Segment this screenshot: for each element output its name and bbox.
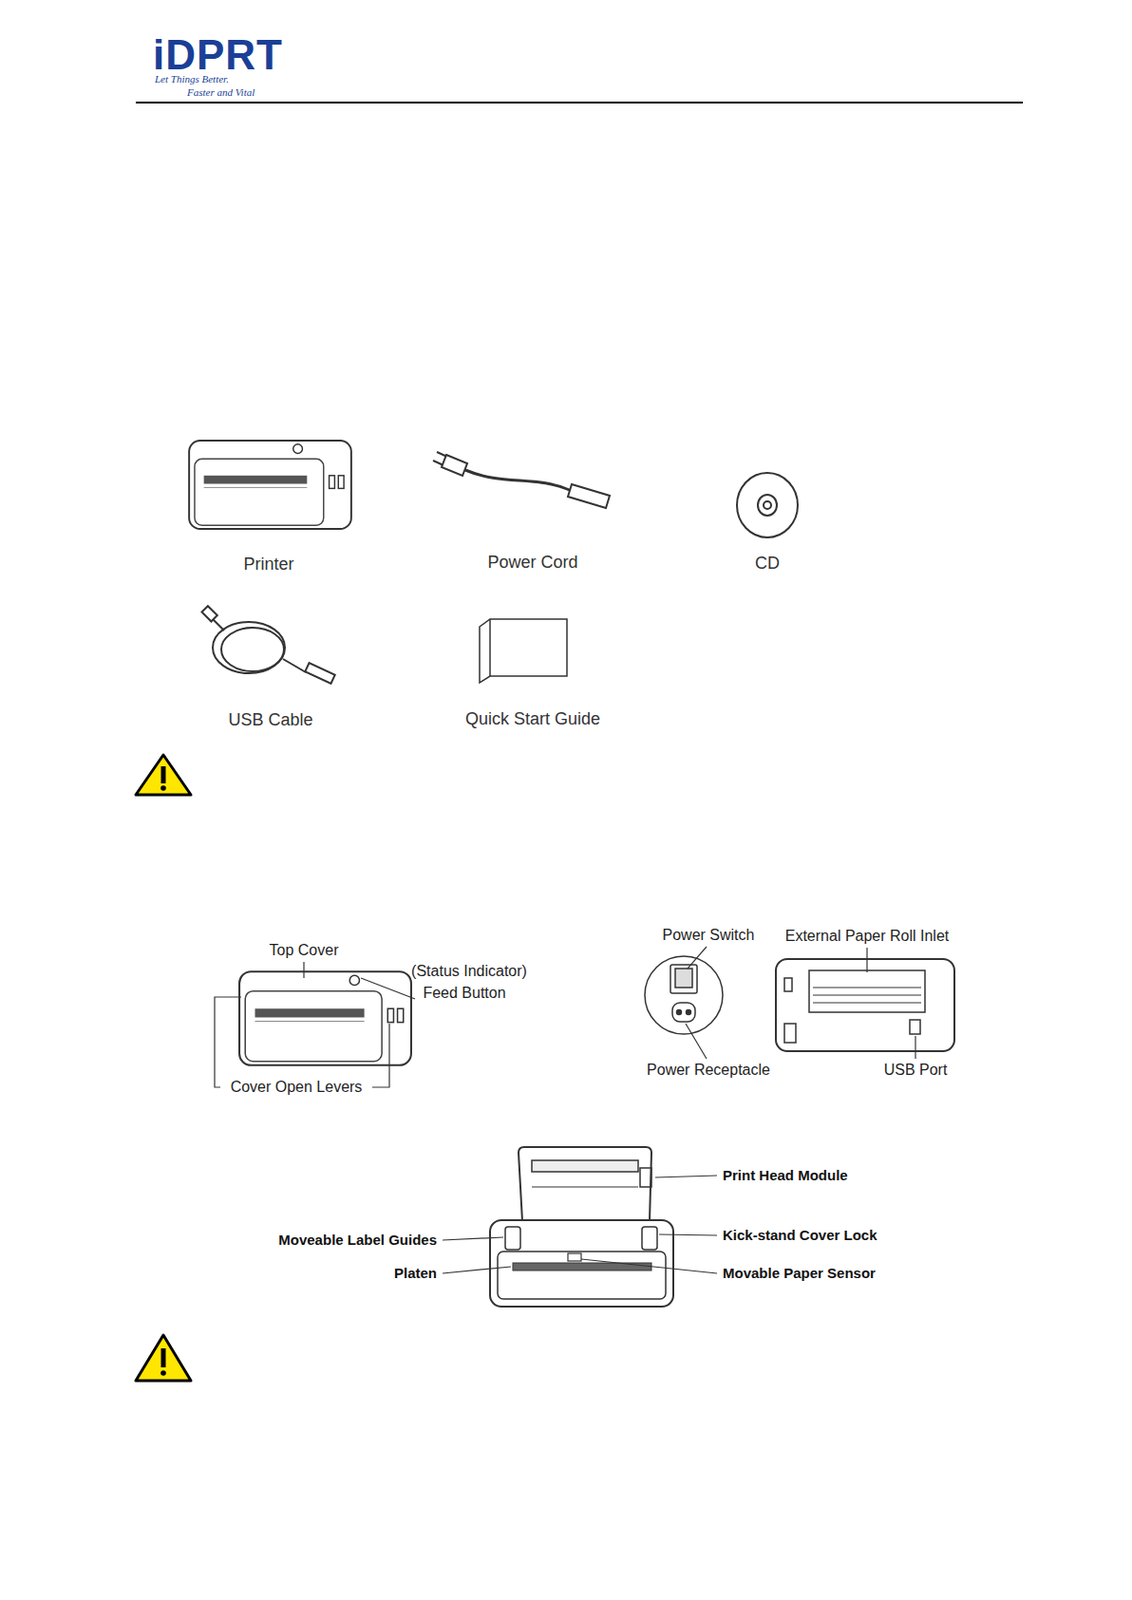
item-label: CD bbox=[754, 553, 780, 573]
leader-line bbox=[372, 1023, 390, 1088]
warning-icon bbox=[135, 1335, 191, 1381]
power-switch-detail bbox=[672, 1002, 696, 1022]
leader-line bbox=[914, 1036, 916, 1059]
quick-start-guide-illustration bbox=[479, 619, 567, 683]
power-switch-detail bbox=[644, 956, 723, 1035]
warning-icon bbox=[135, 754, 191, 795]
cd-illustration bbox=[736, 472, 798, 538]
usb-cable-illustration bbox=[304, 662, 335, 684]
printer-open-view bbox=[641, 1226, 658, 1250]
quick-start-guide-illustration bbox=[479, 619, 567, 683]
part-label: Cover Open Levers bbox=[230, 1077, 363, 1097]
warning-icon bbox=[161, 766, 167, 784]
power-switch-detail bbox=[675, 968, 693, 988]
printer-illustration bbox=[188, 440, 352, 529]
printer-back-view bbox=[775, 959, 955, 1052]
power-switch-detail bbox=[677, 1010, 682, 1016]
printer-back-view bbox=[775, 959, 955, 1052]
warning-icon bbox=[135, 1335, 191, 1381]
leader-line bbox=[685, 1023, 707, 1059]
part-label: External Paper Roll Inlet bbox=[785, 926, 950, 946]
warning-icon bbox=[160, 1370, 167, 1377]
cd-illustration bbox=[763, 501, 772, 510]
slogan-text: Let Things Better. bbox=[154, 73, 229, 86]
printer-open-view bbox=[531, 1160, 639, 1172]
warning-icon bbox=[135, 754, 191, 795]
printer-back-view bbox=[909, 1019, 921, 1035]
warning-icon bbox=[161, 1348, 167, 1368]
printer-open-view bbox=[531, 1187, 639, 1189]
printer-back-view bbox=[812, 1002, 922, 1004]
printer-back-view bbox=[784, 978, 793, 992]
printer-open-view bbox=[490, 1220, 674, 1307]
power-cord-illustration bbox=[441, 454, 468, 476]
warning-icon bbox=[160, 785, 167, 792]
leader-line bbox=[685, 946, 916, 1059]
part-label: USB Port bbox=[884, 1060, 948, 1080]
part-label: Power Receptacle bbox=[646, 1060, 771, 1080]
printer-front-view bbox=[239, 971, 412, 1066]
leader-line bbox=[866, 947, 868, 973]
leader-line bbox=[659, 1234, 717, 1236]
slogan-text: Faster and Vital bbox=[187, 86, 255, 99]
header-rule bbox=[135, 102, 1023, 104]
part-label: Moveable Label Guides bbox=[278, 1230, 437, 1250]
usb-cable-illustration bbox=[283, 659, 306, 673]
cd-illustration bbox=[736, 472, 798, 538]
header-rule bbox=[135, 101, 1023, 104]
part-label: Power Switch bbox=[662, 925, 755, 945]
part-label: Kick-stand Cover Lock bbox=[722, 1226, 878, 1246]
brand-logo: iDPRT bbox=[152, 34, 283, 76]
printer-front-view bbox=[239, 971, 412, 1066]
item-label: Power Cord bbox=[487, 552, 578, 572]
leader-line bbox=[655, 1175, 717, 1178]
part-label: Movable Paper Sensor bbox=[722, 1264, 876, 1283]
part-label: Top Cover bbox=[269, 941, 340, 961]
printer-open-view bbox=[505, 1226, 521, 1250]
usb-cable-illustration bbox=[202, 605, 336, 684]
leader-line bbox=[360, 978, 416, 1000]
usb-cable-illustration bbox=[221, 627, 284, 672]
printer-open-view bbox=[640, 1168, 652, 1188]
power-cord-illustration bbox=[567, 484, 610, 509]
item-label: Printer bbox=[243, 554, 294, 574]
part-label: Platen bbox=[394, 1264, 437, 1283]
printer-back-view bbox=[812, 995, 922, 997]
power-cord-illustration bbox=[465, 470, 572, 491]
leader-line bbox=[581, 1259, 717, 1274]
leader-line bbox=[687, 946, 707, 969]
leader-line bbox=[302, 962, 304, 979]
cd-illustration bbox=[757, 494, 777, 516]
power-switch-detail bbox=[686, 1010, 692, 1016]
usb-cable-illustration bbox=[202, 605, 218, 622]
part-label: Print Head Module bbox=[722, 1166, 849, 1186]
printer-back-view bbox=[812, 987, 922, 989]
leader-line bbox=[214, 997, 242, 1088]
power-switch-detail bbox=[670, 964, 698, 994]
part-label: Feed Button bbox=[422, 983, 506, 1003]
leader-line bbox=[214, 962, 416, 1088]
item-label: Quick Start Guide bbox=[465, 709, 601, 729]
leader-line bbox=[442, 1175, 717, 1274]
printer-open-view bbox=[567, 1253, 582, 1262]
part-label: (Status Indicator) bbox=[411, 962, 528, 982]
printer-back-view bbox=[809, 970, 925, 1013]
printer-open-view bbox=[490, 1147, 674, 1307]
leader-line bbox=[442, 1237, 504, 1241]
printer-open-view bbox=[518, 1147, 652, 1222]
printer-back-view bbox=[784, 1023, 796, 1043]
item-label: USB Cable bbox=[227, 710, 313, 730]
leader-line bbox=[442, 1266, 511, 1274]
power-cord-illustration bbox=[433, 452, 610, 509]
power-switch-detail bbox=[644, 956, 723, 1035]
printer-illustration bbox=[188, 440, 352, 529]
quick-start-guide-illustration bbox=[489, 619, 491, 677]
